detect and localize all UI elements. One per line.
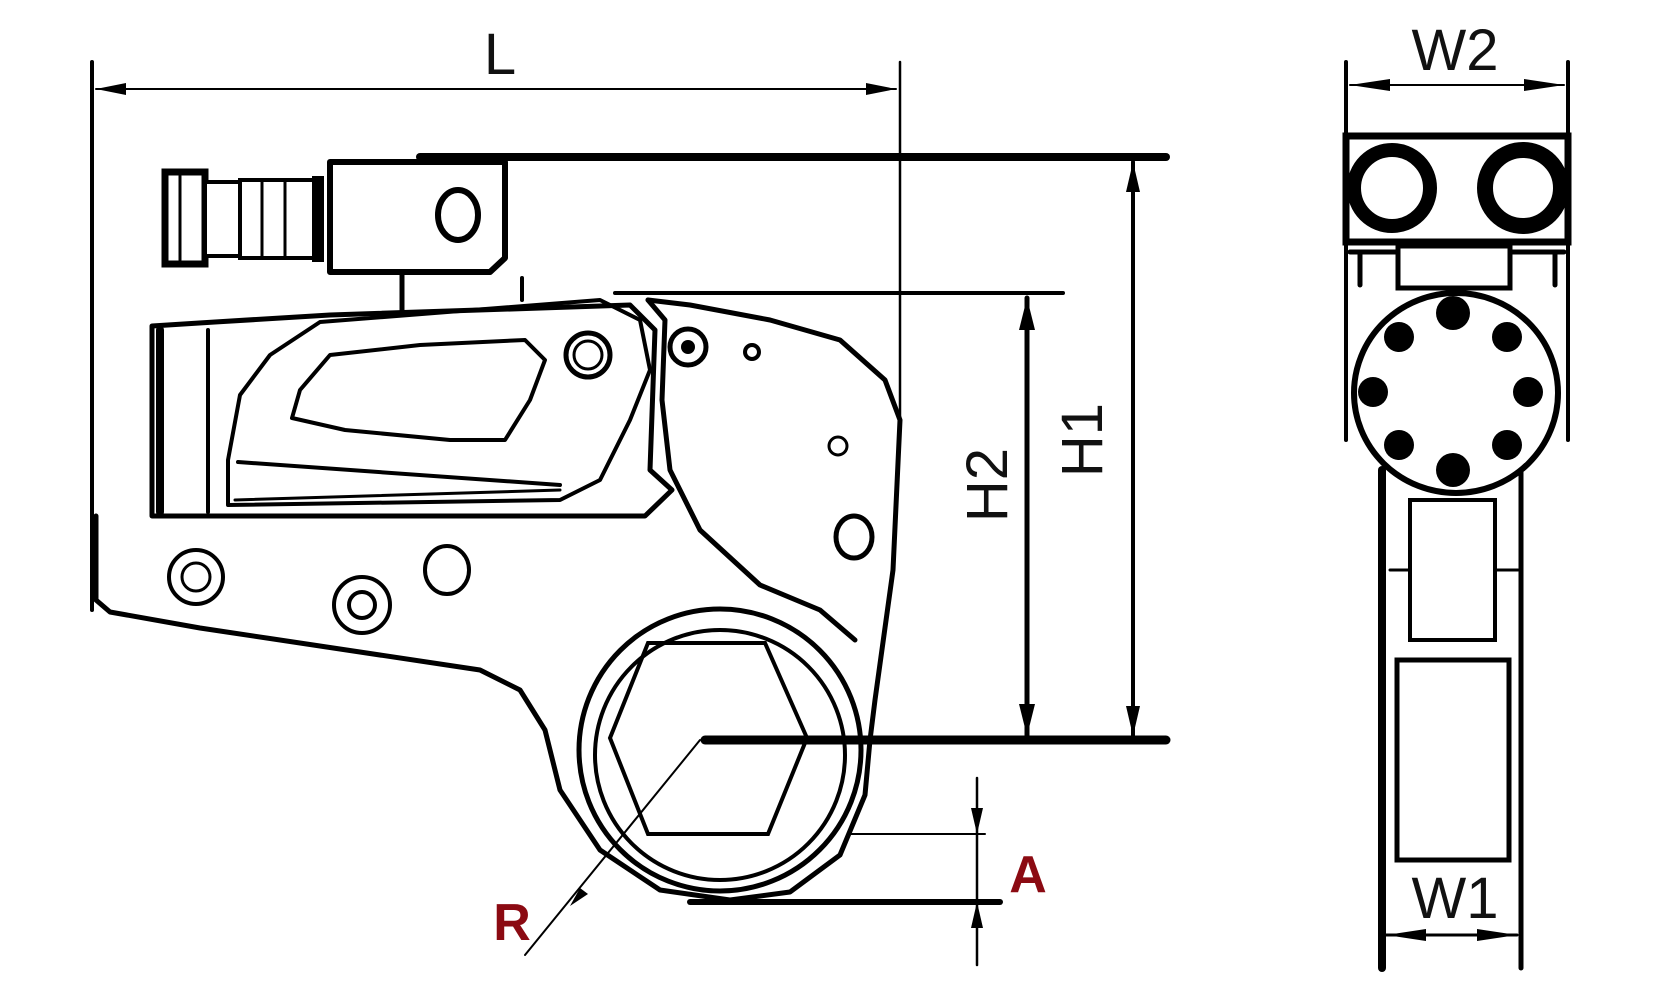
- label-W2: W2: [1412, 18, 1499, 83]
- dimension-L: L: [90, 22, 902, 612]
- label-R: R: [493, 894, 531, 952]
- dimension-H2: H2: [955, 295, 1035, 739]
- end-view-body: [1378, 466, 1524, 972]
- label-A: A: [1009, 846, 1047, 904]
- head-ports: [1342, 132, 1572, 291]
- dimension-H1: H1: [1050, 160, 1140, 738]
- dimension-W2: W2: [1344, 18, 1570, 442]
- label-L: L: [484, 22, 516, 87]
- hose-coupler: [161, 168, 324, 268]
- dimension-R: R: [493, 739, 701, 956]
- cylinder-head: [327, 159, 524, 313]
- label-H2: H2: [955, 448, 1020, 522]
- wrench-body: [93, 297, 903, 903]
- label-W1: W1: [1412, 866, 1499, 931]
- dimension-A: A: [687, 776, 1047, 967]
- bolt-flange: [1351, 290, 1561, 496]
- side-view: L H1 H2 A: [90, 22, 1171, 967]
- cylinder-body: [149, 298, 675, 519]
- dimension-W1: W1: [1384, 866, 1519, 941]
- end-view: W2: [1342, 18, 1572, 972]
- hex-socket: [576, 606, 864, 894]
- label-H1: H1: [1050, 403, 1115, 477]
